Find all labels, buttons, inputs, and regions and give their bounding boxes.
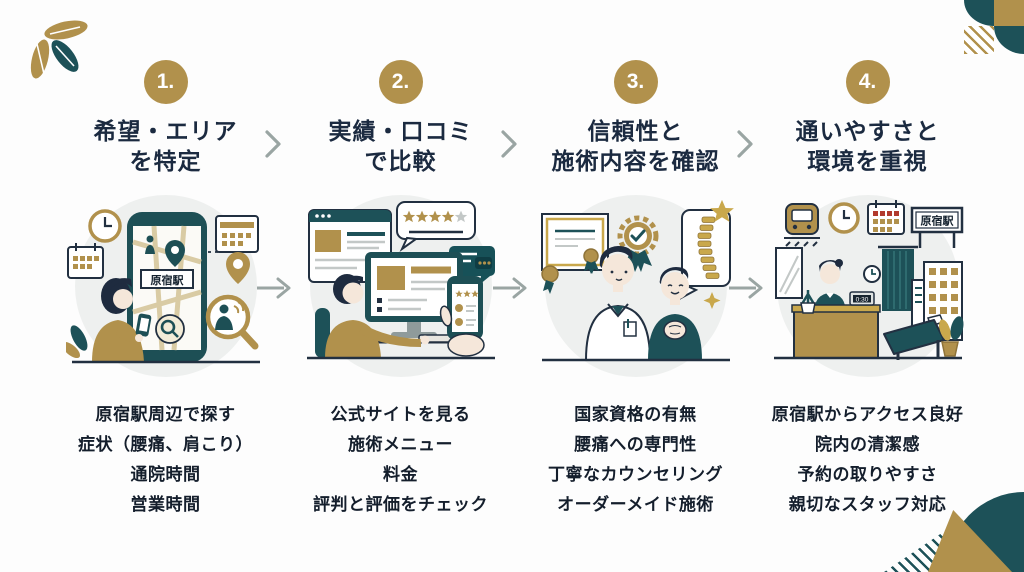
calendar-icon-2 [214,214,259,253]
magnifier-backpain-icon [205,294,258,350]
leaves-icon [30,20,88,79]
step-column-1: 1. 希望・エリア を特定 [53,60,278,520]
step-column-3: 3. 信頼性と 施術内容を確認 [523,60,748,520]
checklist-item: 料金 [383,464,418,484]
checklist-item: 公式サイトを見る [330,404,471,424]
chevron-right-icon [501,130,517,158]
rating-speech-bubble [395,200,476,252]
chevron-right-icon [737,130,753,158]
step-title: 希望・エリア を特定 [53,116,278,177]
map-station-label: 原宿駅 [150,273,183,287]
checklist-item: 通院時間 [130,464,201,484]
step-title-line2: を特定 [129,148,202,175]
patient [647,266,702,360]
corner-mosaic-decoration [964,0,1024,54]
station-sign: 原宿駅 [910,206,963,248]
step-title-line2: 施術内容を確認 [551,148,720,175]
corner-geometry-decoration [874,462,1024,572]
leaf-decoration [61,325,87,358]
step-title-line1: 信頼性と [587,118,684,144]
woman-with-phone [91,277,151,362]
clock-icon [827,201,860,234]
certificate-icon [540,212,609,294]
wall-clock-icon [862,264,881,283]
medal-check-icon [617,215,658,272]
step-checklist: 公式サイトを見る 施術メニュー 料金 評判と評価をチェック [288,400,513,520]
digital-clock-display: 0:30 [855,296,868,303]
step-column-4: 4. 通いやすさと 環境を重視 [755,60,980,520]
checklist-item: 国家資格の有無 [574,404,697,424]
train-icon [783,202,820,247]
plant-icon [938,315,964,357]
step-checklist: 国家資格の有無 腰痛への専門性 丁寧なカウンセリング オーダーメイド施術 [523,400,748,520]
illustration-compare-reviews [306,194,495,377]
step-title-line2: で比較 [364,148,437,175]
step-number-badge: 4. [845,60,890,104]
calendar-icon [866,199,905,235]
mosaic-striped-square [964,26,994,54]
step-title: 通いやすさと 環境を重視 [755,116,980,177]
step-checklist: 原宿駅周辺で探す 症状（腰痛、肩こり） 通院時間 営業時間 [53,400,278,520]
step-title-line1: 通いやすさと [795,118,940,144]
walking-person-icon [144,235,155,254]
checklist-item: 丁寧なカウンセリング [548,464,723,484]
step-title-line1: 希望・エリア [93,118,238,144]
reception-desk: 0:30 [790,289,881,359]
checklist-item: 評判と評価をチェック [313,494,488,514]
man-at-desk [324,273,429,358]
mosaic-teal-quarter [964,0,994,26]
curtain [877,245,918,311]
step-number-badge: 2. [378,60,423,104]
practitioner [584,245,651,361]
step-title-line1: 実績・口コミ [328,118,473,144]
checklist-item: 施術メニュー [348,434,453,454]
arrow-right-icon [257,277,291,299]
step-title-line2: 環境を重視 [807,148,928,175]
illustration-trust-check [540,194,734,377]
checklist-item: 原宿駅周辺で探す [95,404,236,424]
illustration-clinic-access: 原宿駅 [773,194,964,377]
massage-bed [882,313,945,360]
hand-holding-phone [439,275,485,357]
station-sign-label: 原宿駅 [920,213,953,227]
arrow-right-icon [493,277,527,299]
checklist-item: 親切なスタッフ対応 [788,494,947,514]
sparkle-icon [703,291,720,309]
checklist-item: 原宿駅からアクセス良好 [771,404,964,424]
calendar-icon [66,242,104,279]
clock-icon [87,208,122,243]
checklist-item: 腰痛への専門性 [574,434,697,454]
step-checklist: 原宿駅からアクセス良好 院内の清潔感 予約の取りやすさ 親切なスタッフ対応 [755,400,980,520]
illustration-search-area: 原宿駅 [61,194,260,377]
step-title: 信頼性と 施術内容を確認 [523,116,748,177]
checklist-item: 院内の清潔感 [815,434,920,454]
checklist-item: 営業時間 [130,494,201,514]
step-title: 実績・口コミ で比較 [288,116,513,177]
checklist-item: 症状（腰痛、肩こり） [78,434,253,454]
search-icon [154,313,185,344]
map-pin-icon [225,251,250,284]
corner-leaves-decoration [8,4,98,94]
step-number-badge: 3. [613,60,658,104]
checklist-item: 予約の取りやすさ [797,464,938,484]
step-column-2: 2. 実績・口コミ で比較 [288,60,513,520]
mirror [774,246,803,299]
mosaic-gold-square [994,0,1024,26]
arrow-right-icon [729,277,763,299]
spine-speech-bubble [678,199,734,309]
chevron-right-icon [265,130,281,158]
mosaic-teal-quarter-2 [994,26,1024,54]
checklist-item: オーダーメイド施術 [557,494,714,514]
step-number-badge: 1. [143,60,188,104]
